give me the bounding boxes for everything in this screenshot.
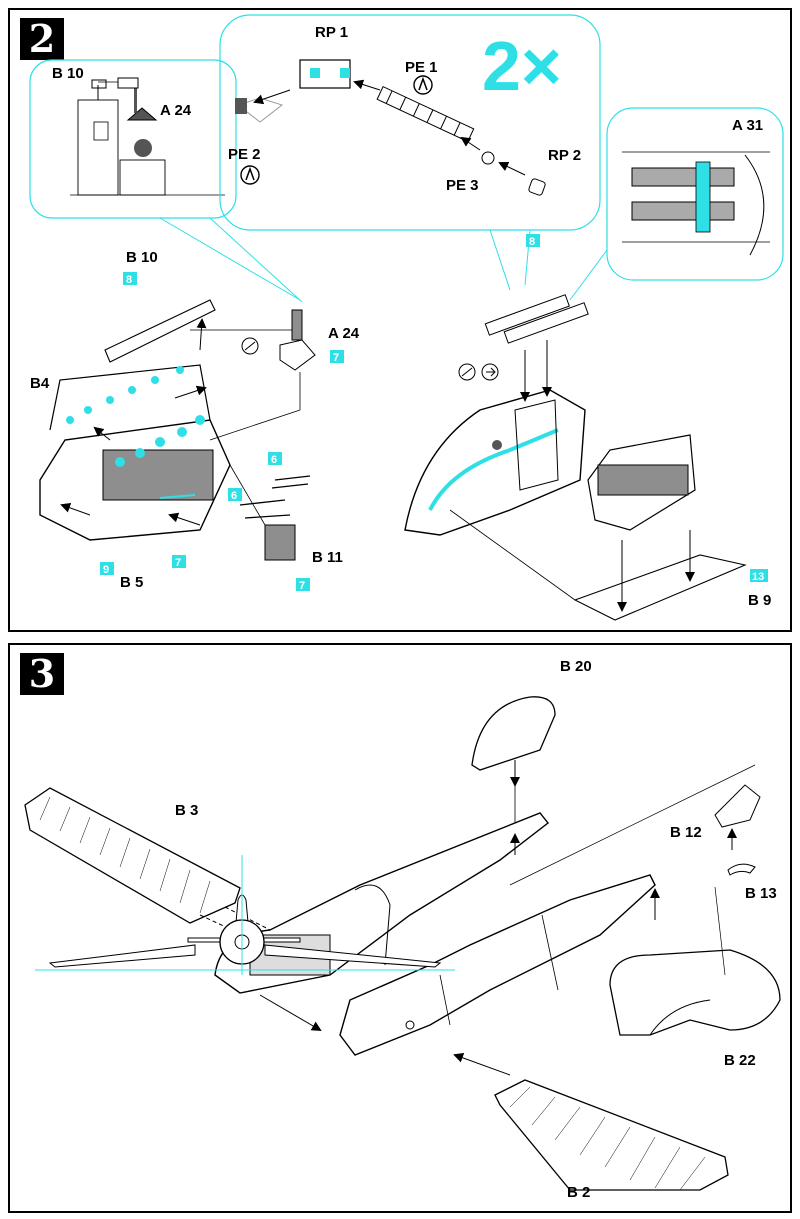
svg-text:7: 7 (299, 580, 305, 592)
color-code-7-b5: 7 (172, 555, 186, 569)
label-b4: B4 (30, 375, 50, 392)
color-code-9: 9 (100, 562, 114, 576)
label-a24-detail: A 24 (160, 102, 192, 119)
color-code-13: 13 (750, 569, 768, 583)
multiplier-2x: 2× (482, 27, 562, 105)
color-code-7-a24: 7 (330, 350, 344, 364)
part-b13 (727, 863, 756, 876)
front-view-silhouette (35, 855, 455, 975)
step-3-number: 3 (20, 653, 64, 695)
label-b10: B 10 (126, 249, 158, 266)
svg-text:6: 6 (271, 454, 277, 466)
color-code-8-exhaust: 8 (123, 272, 137, 286)
label-b12: B 12 (670, 824, 702, 841)
detail-bubble-guns: 2× (219, 14, 601, 291)
label-b3: B 3 (175, 802, 198, 819)
bend-icon (413, 75, 433, 95)
label-b13: B 13 (745, 885, 777, 902)
svg-text:8: 8 (529, 236, 535, 248)
svg-text:9: 9 (103, 564, 109, 576)
step-2-panel: 2 2× (8, 8, 792, 632)
label-b22: B 22 (724, 1052, 756, 1069)
step-2-drawing: 2× (29, 14, 784, 621)
part-b12 (509, 764, 761, 886)
svg-text:7: 7 (175, 557, 181, 569)
label-a24: A 24 (328, 325, 360, 342)
label-b5: B 5 (120, 574, 143, 591)
label-pe2: PE 2 (228, 146, 261, 163)
label-b10-detail: B 10 (52, 65, 84, 82)
wing-b3 (24, 787, 281, 944)
svg-text:8: 8 (126, 274, 132, 286)
color-code-8-guns: 8 (526, 234, 540, 248)
detail-bubble-a31 (569, 107, 784, 301)
fuselage-right-half (259, 874, 656, 1056)
fuselage-half-guns (404, 294, 747, 621)
color-code-7-b11: 7 (296, 578, 310, 592)
label-a31: A 31 (732, 117, 763, 134)
label-b2: B 2 (567, 1184, 590, 1201)
label-b11: B 11 (312, 549, 343, 566)
step-2-number: 2 (20, 18, 64, 60)
tailplane-b22 (609, 886, 781, 1036)
svg-text:7: 7 (333, 352, 339, 364)
label-pe3: PE 3 (446, 177, 479, 194)
label-b20: B 20 (560, 658, 592, 675)
label-rp2: RP 2 (548, 147, 581, 164)
engine-assembly (39, 299, 316, 561)
color-code-6-mid: 6 (228, 488, 242, 502)
svg-text:6: 6 (231, 490, 237, 502)
bend-icon (240, 165, 260, 185)
label-pe1: PE 1 (405, 59, 438, 76)
step-3-panel: 3 (8, 643, 792, 1213)
label-b9: B 9 (748, 592, 771, 609)
step-3-drawing: B 20 B 3 B 12 B 13 B 22 B 2 (24, 658, 781, 1201)
wing-b2 (453, 1053, 729, 1191)
color-code-6-top: 6 (268, 452, 282, 466)
detail-bubble-exhaust (29, 59, 303, 303)
canopy-b20 (471, 696, 556, 825)
label-rp1: RP 1 (315, 24, 348, 41)
svg-text:13: 13 (752, 571, 764, 583)
